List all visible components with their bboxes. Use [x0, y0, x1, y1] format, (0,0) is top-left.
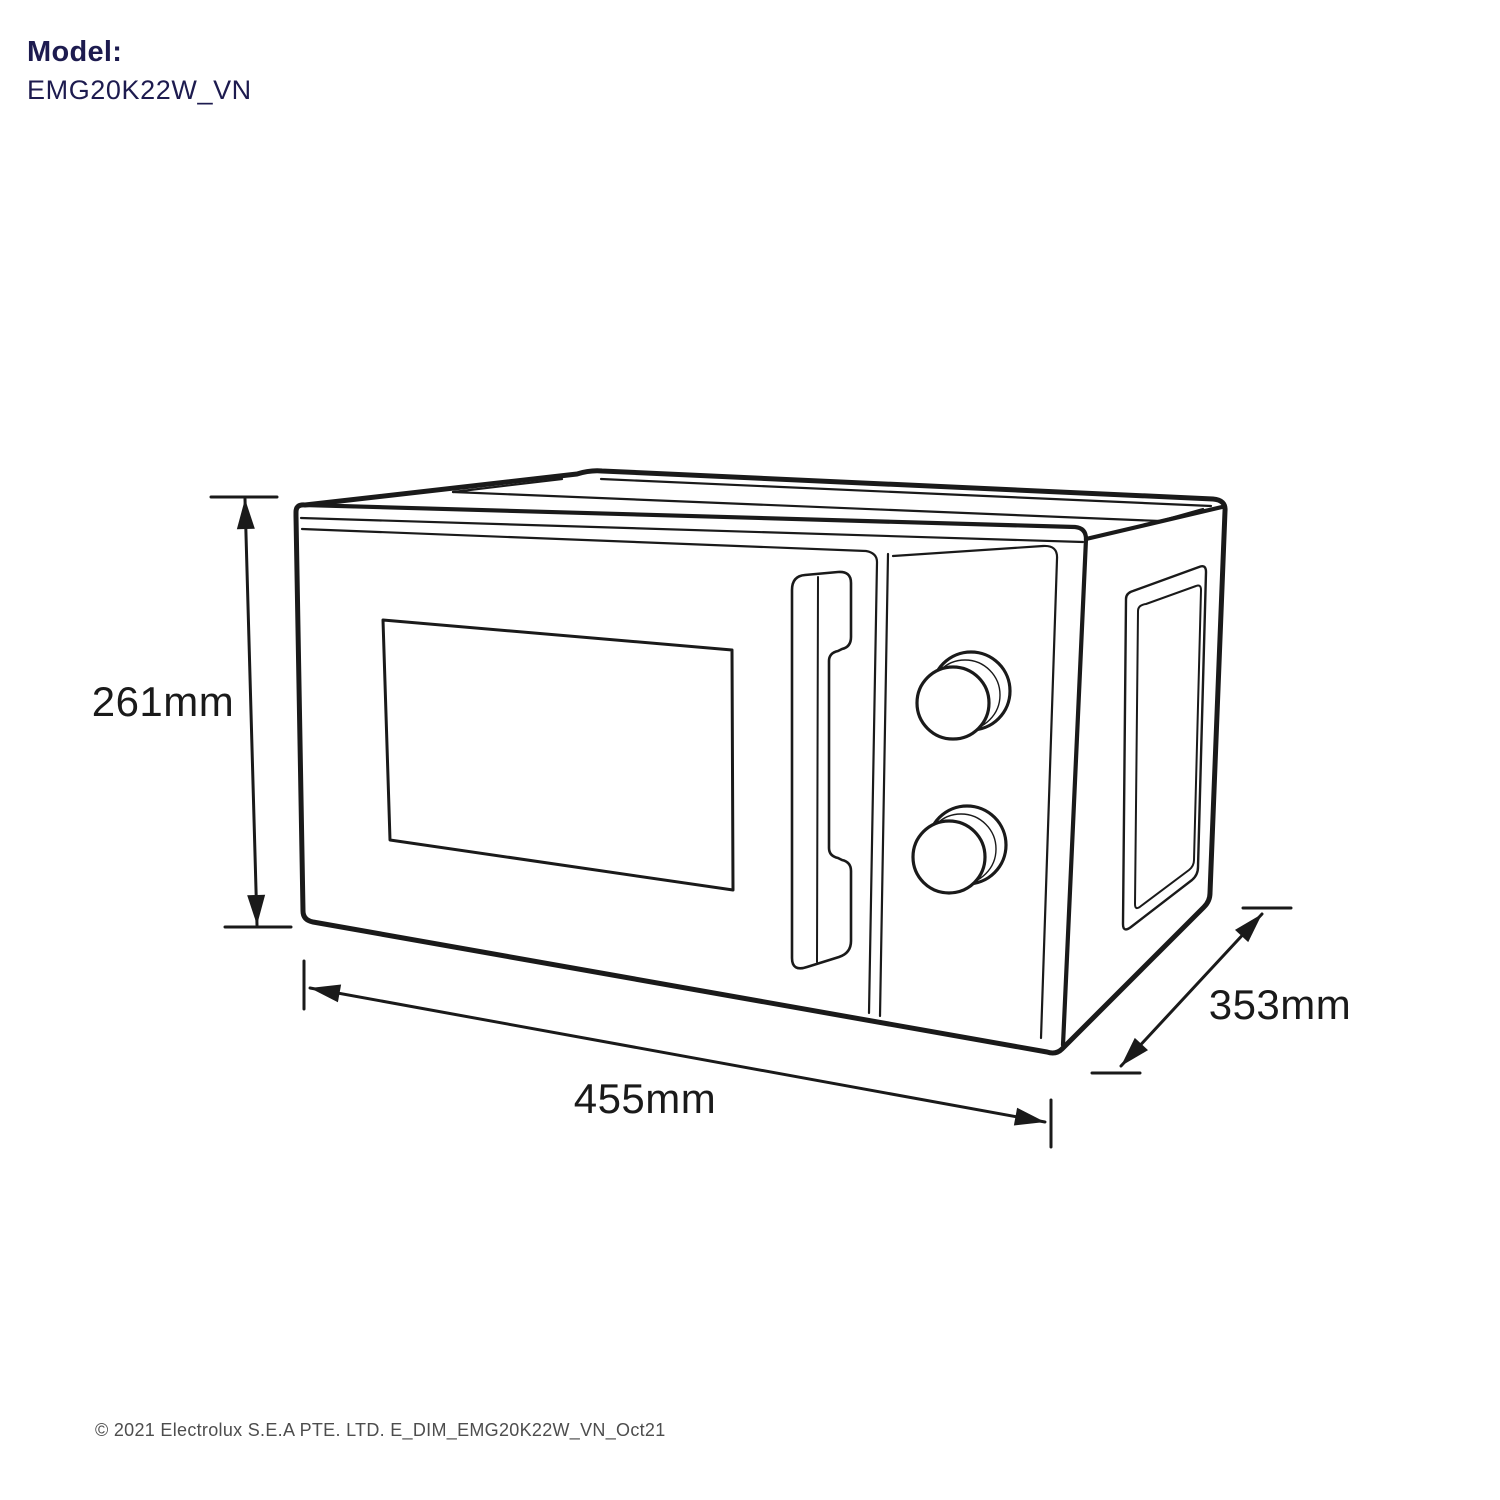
- depth-label: 353mm: [1209, 981, 1352, 1028]
- height-label: 261mm: [92, 678, 235, 725]
- power-knob-bottom: [911, 804, 1008, 895]
- cabinet-silhouette: [293, 468, 1228, 1056]
- width-arrow: [308, 984, 1047, 1126]
- height-dimension: 261mm: [92, 495, 293, 929]
- control-panel: [891, 544, 1059, 1040]
- top-face-right-edge: [1083, 504, 1225, 542]
- control-panel-outline: [891, 544, 1059, 1040]
- door-window: [381, 618, 735, 892]
- door-edge-inner: [878, 552, 890, 1018]
- side-panel-recess: [1121, 564, 1208, 931]
- height-arrow: [236, 497, 266, 927]
- width-label: 455mm: [574, 1075, 717, 1122]
- door-handle: [790, 570, 853, 970]
- door: [300, 527, 890, 1018]
- model-label: Model:: [27, 36, 123, 68]
- copyright-footer: © 2021 Electrolux S.E.A PTE. LTD. E_DIM_…: [95, 1420, 666, 1440]
- top-face-details: [299, 477, 1213, 544]
- dimension-annotations: 261mm 455mm 353mm: [92, 495, 1352, 1149]
- depth-arrow: [1119, 912, 1264, 1068]
- microwave-cabinet: [293, 468, 1228, 1056]
- door-outline: [300, 527, 879, 1015]
- depth-dimension: 353mm: [1090, 906, 1352, 1075]
- header: Model: EMG20K22W_VN: [27, 36, 252, 106]
- model-number: EMG20K22W_VN: [27, 75, 252, 105]
- timer-knob-top: [915, 650, 1012, 741]
- width-dimension: 455mm: [302, 959, 1053, 1149]
